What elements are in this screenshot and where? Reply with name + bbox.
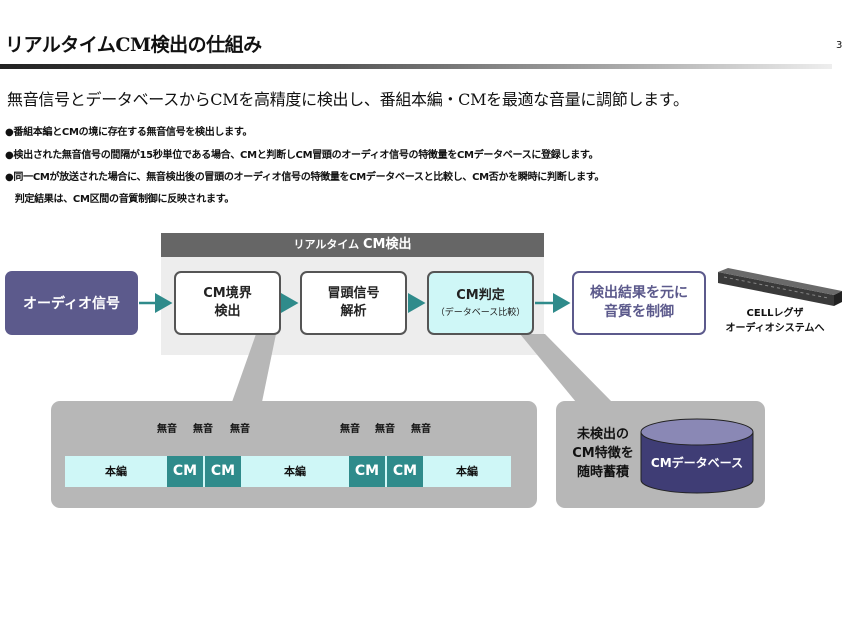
step1-line1: CM境界 [203, 285, 251, 303]
accumulation-line2: CM特徴を [567, 444, 639, 463]
soundbar-device-icon [718, 268, 842, 306]
cm-judgement-box: CM判定 （データベース比較） [427, 271, 534, 335]
silence-label: 無音 [332, 420, 368, 435]
device-name: CELLレグザ [716, 306, 834, 321]
silence-label: 無音 [367, 420, 403, 435]
step3-line2: （データベース比較） [436, 307, 526, 319]
program-segment: 本編 [65, 456, 167, 487]
audio-signal-label: オーディオ信号 [23, 293, 120, 313]
accumulation-line1: 未検出の [567, 425, 639, 444]
cm-segment: CM [387, 456, 423, 487]
step2-line1: 冒頭信号 [327, 285, 379, 303]
silence-label: 無音 [185, 420, 221, 435]
timeline-callout [51, 401, 537, 508]
step2-line2: 解析 [340, 303, 366, 321]
program-segment: 本編 [423, 456, 511, 487]
device-caption: CELLレグザ オーディオシステムへ [716, 306, 834, 336]
cm-boundary-detection-box: CM境界 検出 [174, 271, 281, 335]
sound-control-box: 検出結果を元に 音質を制御 [572, 271, 706, 335]
silence-label: 無音 [222, 420, 258, 435]
device-destination: オーディオシステムへ [716, 321, 834, 336]
result-line2: 音質を制御 [604, 303, 674, 322]
callout-pointer-right [520, 334, 612, 402]
silence-label: 無音 [403, 420, 439, 435]
silence-label: 無音 [149, 420, 185, 435]
callout-pointer-left [232, 334, 276, 402]
program-segment: 本編 [241, 456, 349, 487]
step1-line2: 検出 [214, 303, 240, 321]
cm-segment: CM [167, 456, 203, 487]
accumulation-note: 未検出の CM特徴を 随時蓄積 [567, 425, 639, 482]
cm-segment: CM [349, 456, 385, 487]
result-line1: 検出結果を元に [590, 284, 688, 303]
accumulation-line3: 随時蓄積 [567, 463, 639, 482]
head-signal-analysis-box: 冒頭信号 解析 [300, 271, 407, 335]
cm-segment: CM [205, 456, 241, 487]
step3-line1: CM判定 [456, 287, 504, 305]
cm-database-label: CMデータベース [638, 454, 756, 471]
audio-signal-box: オーディオ信号 [5, 271, 138, 335]
